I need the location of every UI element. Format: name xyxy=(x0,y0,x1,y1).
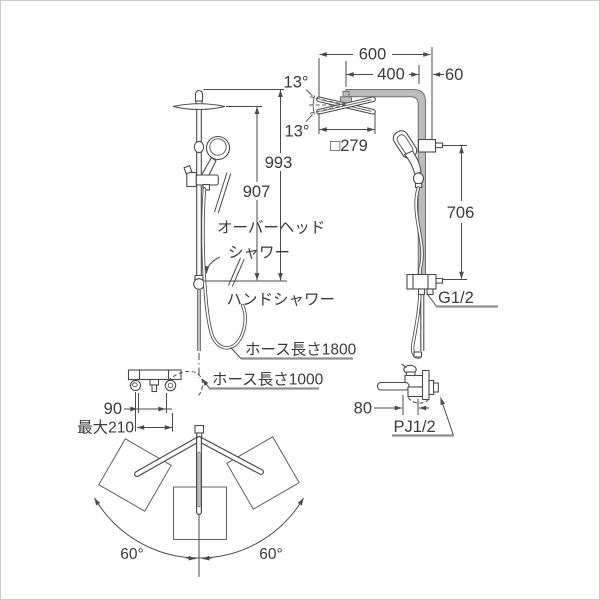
dim-90: 90 xyxy=(104,400,122,418)
hand-shower-hose-1800 xyxy=(201,187,247,350)
label-connection-g: G1/2 xyxy=(438,289,474,307)
dim-tilt-up: 13° xyxy=(284,74,309,92)
overhead-shower-side xyxy=(172,89,226,111)
dim-head-square: □279 xyxy=(330,137,368,155)
label-hand-shower: ハンドシャワー xyxy=(227,292,336,309)
swivel-arc xyxy=(94,497,304,559)
faucet-right-elbow xyxy=(164,379,177,392)
dim-993: 993 xyxy=(265,154,293,172)
label-hose-1000: ホース長さ1000 xyxy=(212,371,324,389)
column-dimension-706: 706 xyxy=(442,145,476,280)
side-view-figure: 993 907 オーバーヘッド シャワー ハンドシャワー ホース長さ1800 ホ… xyxy=(76,89,357,438)
dim-swivel-right: 60° xyxy=(259,546,282,563)
tilt-angle-annotation: 13° 13° xyxy=(284,74,347,141)
head-square-dimension: □279 xyxy=(318,113,376,157)
shower-arm-and-column xyxy=(345,89,426,276)
dim-400: 400 xyxy=(377,66,405,84)
dim-706: 706 xyxy=(447,204,475,222)
hand-shower-holder xyxy=(417,138,437,153)
dim-swivel-left: 60° xyxy=(120,546,143,563)
valve-side-view xyxy=(376,351,439,404)
label-overhead-shower-2: シャワー xyxy=(228,245,290,262)
shower-column-side xyxy=(193,109,205,378)
faucet-dimensions: 90 最大210 xyxy=(76,392,173,438)
label-overhead-shower-1: オーバーヘッド xyxy=(217,220,325,237)
swivel-pivot xyxy=(194,424,205,434)
hose-length-callouts: ホース長さ1800 ホース長さ1000 xyxy=(201,341,357,390)
hand-shower-side xyxy=(183,135,231,191)
dim-max210: 最大210 xyxy=(77,419,134,437)
head-position-right xyxy=(226,436,300,510)
rotation-arrow xyxy=(204,256,221,274)
label-connection-pj: PJ1/2 xyxy=(394,418,436,436)
dim-tilt-down: 13° xyxy=(285,123,310,141)
head-position-left xyxy=(98,438,172,512)
label-hose-1800: ホース長さ1800 xyxy=(245,341,357,359)
slide-bracket xyxy=(186,171,197,188)
valve-dimensions: 80 PJ1/2 xyxy=(352,395,454,437)
hose-1000-dashed xyxy=(167,370,203,396)
part-labels: オーバーヘッド シャワー ハンドシャワー xyxy=(204,172,336,309)
height-dimensions: 993 907 xyxy=(203,89,294,282)
faucet-left-elbow xyxy=(129,379,142,392)
lower-bracket: G1/2 xyxy=(406,273,498,308)
wall-adapter xyxy=(428,379,435,396)
column-ball-joint xyxy=(193,278,205,290)
valve-handle xyxy=(376,381,410,391)
hand-shower-front xyxy=(392,130,444,189)
dim-60: 60 xyxy=(445,66,463,84)
faucet-front-view xyxy=(127,369,203,396)
dim-600: 600 xyxy=(359,46,387,64)
top-view-swivel-figure: 60° 60° xyxy=(94,424,304,577)
dim-80: 80 xyxy=(354,400,372,418)
top-dimensions: 600 400 60 xyxy=(318,44,465,147)
front-view-figure: 13° 13° 600 400 60 □279 xyxy=(284,44,498,437)
dim-907: 907 xyxy=(243,183,271,201)
